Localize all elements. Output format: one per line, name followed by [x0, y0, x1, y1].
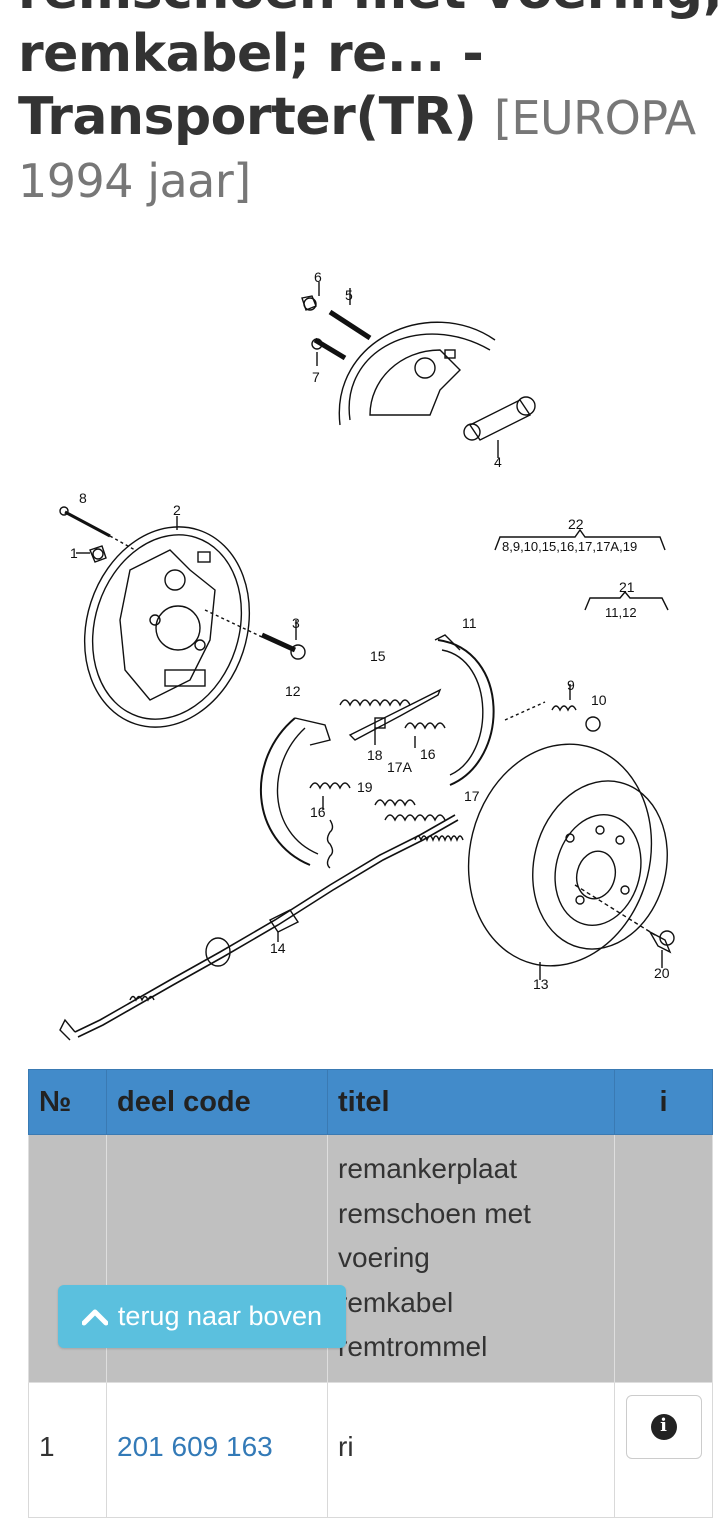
- callout-16a: 16: [420, 746, 436, 762]
- year-label: 1994 jaar]: [18, 154, 251, 208]
- col-header-title: titel: [327, 1069, 615, 1135]
- part-no: 1: [28, 1381, 107, 1518]
- callout-20: 20: [654, 965, 670, 981]
- group-title-item: remkabel: [338, 1286, 454, 1318]
- part-info-cell: i: [614, 1381, 713, 1518]
- callout-4: 4: [494, 454, 502, 470]
- title-line-2: remkabel; re... -: [18, 24, 484, 84]
- group-title-item: remtrommel: [338, 1331, 488, 1362]
- callout-1: 1: [70, 545, 78, 561]
- callout-9: 9: [567, 677, 575, 693]
- group-title-cell: remankerplaat remschoen met voering remk…: [327, 1134, 615, 1383]
- part-code-link[interactable]: 201 609 163: [117, 1430, 273, 1462]
- part-code-cell: 201 609 163: [106, 1381, 328, 1518]
- callout-22: 22: [568, 516, 584, 532]
- col-header-code: deel code: [106, 1069, 328, 1135]
- callout-8: 8: [79, 490, 87, 506]
- callout-17A: 17A: [387, 759, 413, 775]
- info-button[interactable]: i: [625, 1394, 702, 1459]
- part-title: ri: [327, 1381, 615, 1518]
- page-title: remschoen met voering; remkabel; re... -…: [18, 0, 720, 213]
- info-icon: i: [650, 1413, 677, 1440]
- title-line-1: remschoen met voering;: [18, 0, 720, 23]
- col-header-info: i: [614, 1069, 713, 1135]
- callout-18: 18: [367, 747, 383, 763]
- callout-17: 17: [464, 788, 480, 804]
- callout-11: 11: [462, 615, 477, 631]
- parts-diagram: 6 5 7 4 8 2 1 3 22 8,9,10,15,16,17,17A,1…: [40, 240, 690, 1050]
- callout-19: 19: [357, 779, 373, 795]
- callout-3: 3: [292, 615, 300, 631]
- callout-13: 13: [533, 976, 549, 992]
- chevron-up-icon: [81, 1309, 108, 1325]
- table-row: 1 201 609 163 ri i: [28, 1381, 713, 1518]
- callout-6: 6: [314, 269, 322, 285]
- callout-7: 7: [312, 369, 320, 385]
- group-title-item: remankerplaat: [338, 1153, 517, 1184]
- callout-15: 15: [370, 648, 386, 664]
- callout-5: 5: [345, 287, 353, 303]
- callout-12: 12: [285, 683, 301, 699]
- callout-21: 21: [619, 579, 635, 595]
- callout-21-group: 11,12: [605, 605, 637, 620]
- back-to-top-button[interactable]: terug naar boven: [58, 1285, 346, 1348]
- table-header-row: № deel code titel i: [28, 1069, 713, 1135]
- region-label: [EUROPA: [493, 91, 696, 145]
- callout-16b: 16: [310, 804, 326, 820]
- back-to-top-label: terug naar boven: [117, 1301, 323, 1331]
- title-line-3: Transporter(TR) [EUROPA: [18, 87, 696, 147]
- callout-22-group: 8,9,10,15,16,17,17A,19: [502, 539, 637, 554]
- group-title-item: remschoen met voering: [338, 1197, 531, 1274]
- group-info-cell: [614, 1134, 713, 1383]
- callout-10: 10: [591, 692, 607, 708]
- col-header-no: №: [28, 1069, 107, 1135]
- callout-14: 14: [270, 940, 286, 956]
- callout-2: 2: [173, 502, 181, 518]
